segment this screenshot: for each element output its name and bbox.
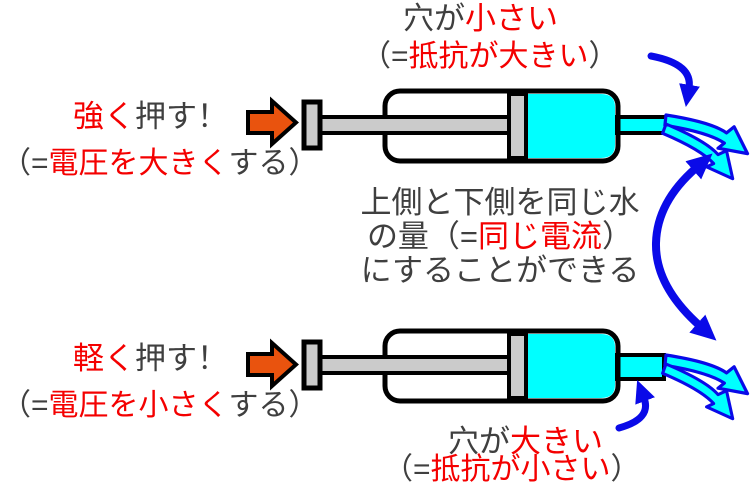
label-hole-big: 穴が大きい [448, 425, 603, 459]
hole-small-emphasis: 小さい [465, 1, 558, 36]
plunger-seal-top [507, 92, 528, 160]
voltage-down-suffix: する） [228, 389, 319, 422]
resistance-big-prefix: （= [361, 40, 409, 73]
push-strong-emphasis: 強く [73, 99, 135, 134]
push-light-arrow-icon [246, 338, 299, 391]
voltage-down-emphasis: 電圧を小さく [48, 389, 229, 422]
label-hole-small: 穴が小さい [403, 2, 558, 36]
syringe-top [301, 88, 668, 164]
push-light-emphasis: 軽く [73, 341, 135, 376]
water-stream-top [654, 113, 752, 181]
plunger-seal-bottom [507, 332, 528, 400]
same-current-line2-suffix: ） [602, 219, 634, 254]
resistance-big-suffix: ） [588, 40, 619, 73]
voltage-down-prefix: （= [1, 389, 49, 422]
voltage-up-emphasis: 電圧を大きく [48, 147, 229, 180]
hole-big-prefix: 穴が [448, 424, 510, 459]
push-strong-rest: 押す！ [135, 99, 228, 134]
resistance-small-suffix: ） [610, 453, 641, 486]
hole-small-prefix: 穴が [403, 1, 465, 36]
pointer-arrow-small-hole-icon [647, 52, 700, 107]
voltage-up-prefix: （= [1, 147, 49, 180]
water-stream-bottom [654, 353, 752, 421]
same-current-line2-prefix: の量（= [366, 219, 479, 254]
resistance-big-emphasis: 抵抗が大きい [408, 40, 589, 73]
resistance-small-emphasis: 抵抗が小さい [430, 453, 611, 486]
plunger-rod-top [309, 115, 518, 135]
label-voltage-down: （=電圧を小さくする） [1, 389, 319, 423]
label-resistance-small: （=抵抗が小さい） [383, 453, 641, 487]
water-bottom [527, 334, 615, 398]
water-top [527, 94, 615, 158]
plunger-handle-bottom [301, 339, 323, 391]
same-current-line2: の量（=同じ電流） [336, 220, 664, 254]
plunger-rod-bottom [309, 355, 518, 375]
push-strong-arrow-icon [246, 96, 299, 149]
plunger-handle-top [301, 99, 323, 151]
pointer-arrow-large-hole-icon [615, 380, 655, 432]
resistance-small-prefix: （= [383, 453, 431, 486]
syringe-bottom [301, 328, 666, 404]
label-push-light: 軽く押す！ [73, 342, 228, 376]
label-push-strong: 強く押す！ [73, 100, 228, 134]
push-light-rest: 押す！ [135, 341, 228, 376]
label-same-current: 上側と下側を同じ水 の量（=同じ電流） にすることができる [336, 186, 664, 288]
nozzle-small-icon [612, 115, 668, 135]
same-current-line3: にすることができる [360, 253, 640, 288]
same-current-line2-emphasis: 同じ電流 [478, 219, 603, 254]
nozzle-large-icon [612, 353, 666, 381]
voltage-up-suffix: する） [228, 147, 319, 180]
same-current-line1: 上側と下側を同じ水 [360, 185, 640, 220]
label-resistance-big: （=抵抗が大きい） [361, 40, 619, 74]
both-streams-double-arrow-icon [651, 153, 717, 341]
hole-big-emphasis: 大きい [510, 424, 603, 459]
label-voltage-up: （=電圧を大きくする） [1, 147, 319, 181]
